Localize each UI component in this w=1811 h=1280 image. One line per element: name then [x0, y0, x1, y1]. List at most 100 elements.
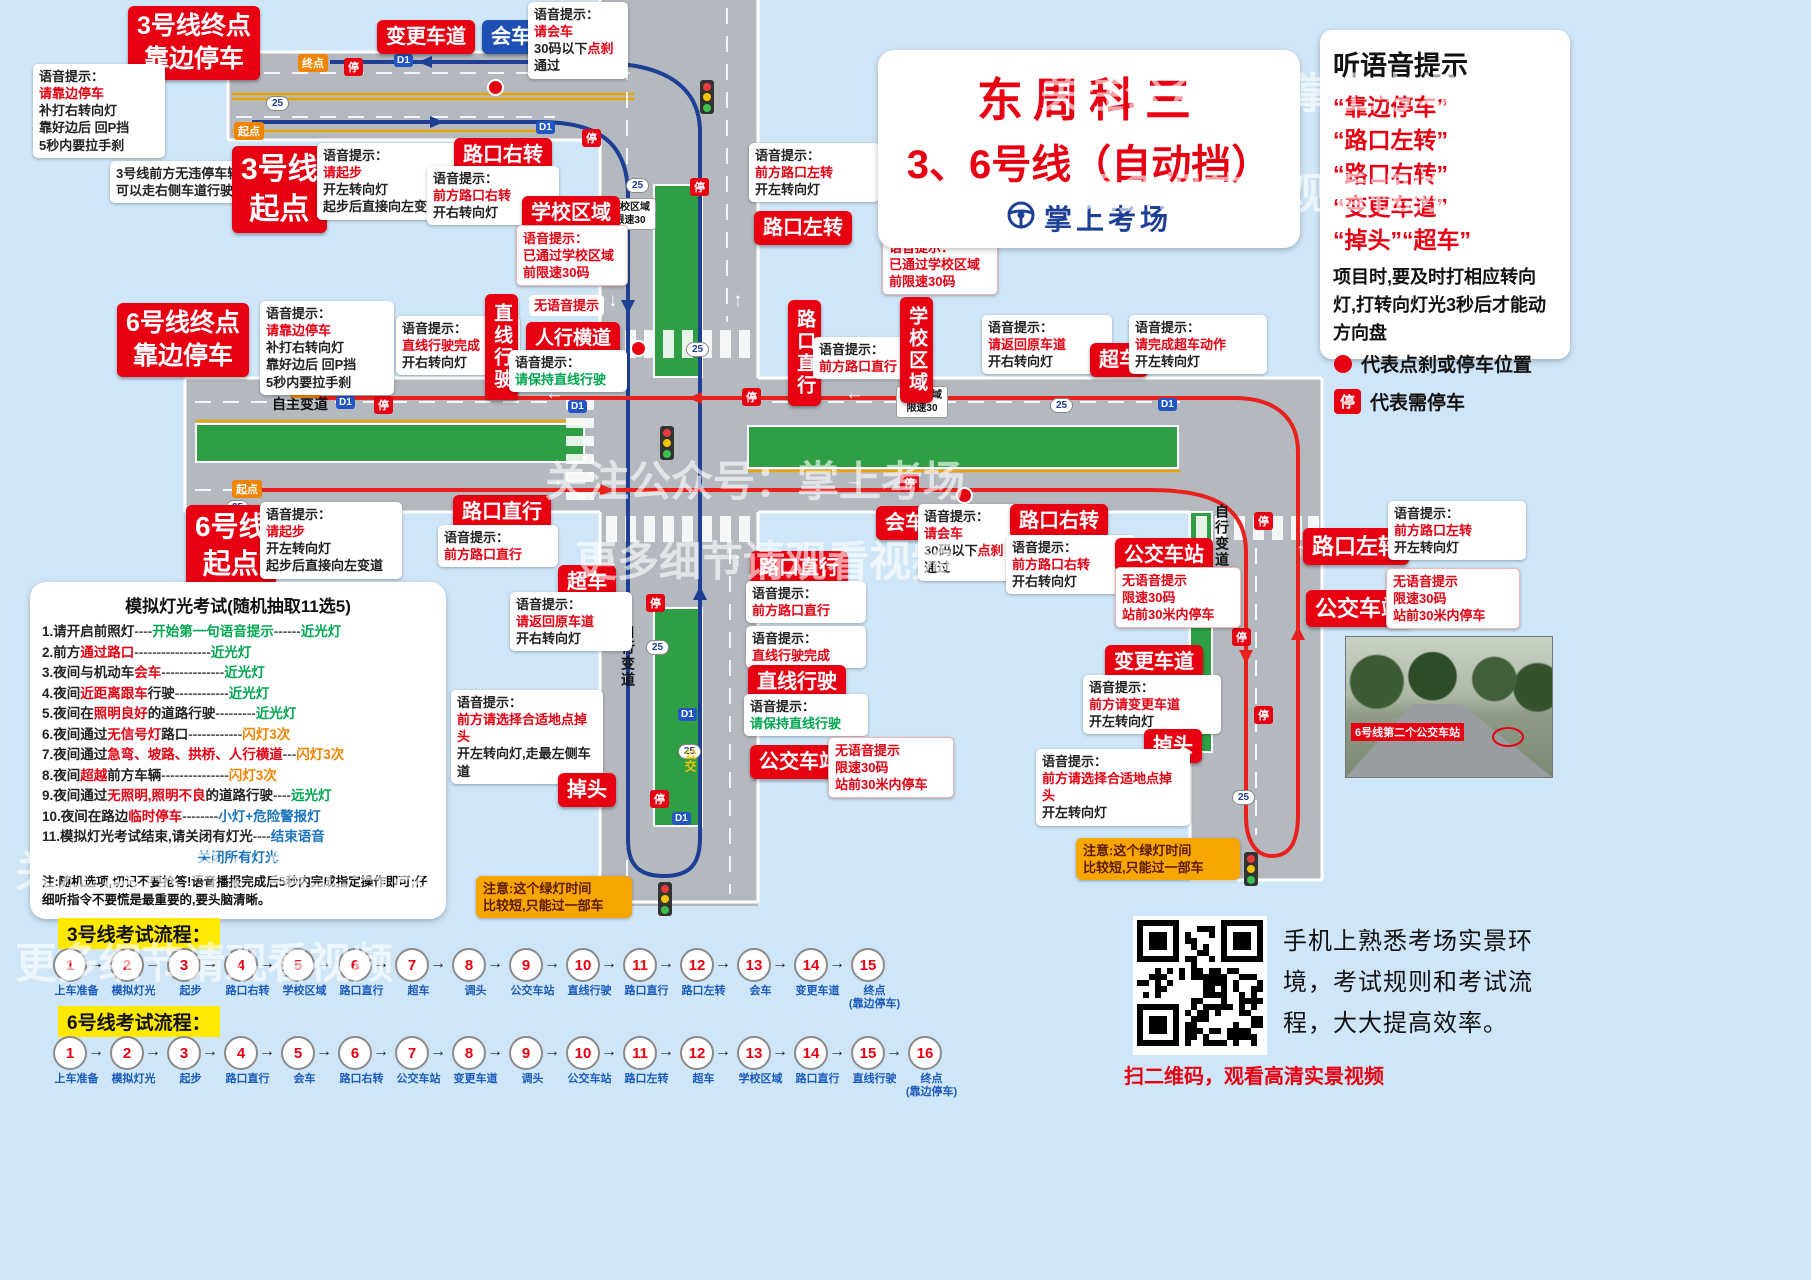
voice-tips-panel: 听语音提示 “靠边停车”“路口左转”“路口右转”“变更车道”“掉头”“超车” 项…: [1320, 30, 1570, 360]
flow-step-number: 2: [110, 948, 144, 982]
arrow-icon: →: [202, 1043, 218, 1060]
arrow-icon: →: [88, 1043, 104, 1060]
flow-step-number: 9: [509, 1036, 543, 1070]
lane-change-marker: D1: [678, 708, 697, 721]
flow-step-label: 路口直行: [339, 985, 384, 997]
light-test-item: 1.请开启前照灯----开始第一句语音提示------近光灯: [42, 624, 342, 639]
route-start-marker: 起点: [234, 122, 264, 140]
route-step-label: 公交车站: [1115, 538, 1213, 573]
route-step-label: 路口直行: [788, 300, 822, 406]
flow-step: 13→学校区域: [732, 1036, 789, 1099]
light-test-item: 3.夜间与机动车会车--------------近光灯: [42, 665, 265, 681]
speed-25-marker: 25: [686, 342, 710, 357]
voice-note: 无语音提示: [529, 295, 605, 317]
lane-arrow-icon: →: [545, 470, 564, 491]
stop-marker: 停: [582, 129, 601, 147]
speed-25-marker: 25: [646, 640, 670, 655]
flow-step-number: 6: [338, 948, 372, 982]
brake-point-dot: [956, 487, 973, 504]
arrow-icon: →: [601, 1043, 617, 1060]
tip-item: “靠边停车”: [1333, 94, 1448, 120]
page-title-line2: 3、6号线（自动挡）: [906, 143, 1272, 187]
route-step-label: 掉头: [558, 773, 616, 808]
flow-step-number: 7: [395, 1036, 429, 1070]
light-test-item: 2.前方通过路口-----------------近光灯: [42, 644, 252, 660]
flow-step: 15→直线行驶: [846, 1036, 903, 1099]
flow-step-label: 调头: [521, 1073, 544, 1085]
flow-step: 8→变更车道: [447, 1036, 504, 1099]
route-line-6: [250, 396, 1300, 859]
flow-step-number: 12: [680, 948, 714, 982]
stop-marker: 停: [900, 474, 919, 492]
arrow-icon: →: [145, 955, 161, 972]
flow-step-label: 公交车站: [396, 1073, 441, 1085]
lane-arrow-icon: ↓: [608, 550, 618, 571]
arrow-icon: →: [829, 1043, 845, 1060]
route-end-marker: 终点: [298, 54, 328, 72]
flow-step-label: 会车: [293, 1073, 316, 1085]
arrow-icon: →: [715, 1043, 731, 1060]
arrow-icon: →: [829, 955, 845, 972]
stop-marker: 停: [646, 594, 665, 612]
voice-note: 语音提示：前方请选择合适地点掉头开左转向灯: [1036, 749, 1190, 826]
flow-step-number: 10: [566, 1036, 600, 1070]
arrow-icon: →: [487, 1043, 503, 1060]
voice-note: 语音提示：请完成超车动作开左转向灯: [1129, 315, 1267, 375]
flow-step-label: 路口右转: [339, 1073, 384, 1085]
flow-step-label: 上车准备: [54, 1073, 99, 1085]
voice-note: 语音提示：前方路口直行: [438, 525, 558, 568]
flow-step-label: 起步: [179, 985, 202, 997]
route-step-label: 变更车道: [377, 20, 475, 55]
speed-25-marker: 25: [1232, 790, 1256, 805]
light-test-item: 8.夜间超越前方车辆---------------闪灯3次: [42, 767, 277, 783]
flow-step: 14→变更车道: [789, 948, 846, 1011]
lane-arrow-icon: ↑: [733, 290, 743, 311]
tip-item: “路口左转”: [1333, 127, 1448, 154]
tip-item: “掉头”“超车”: [1333, 227, 1471, 254]
route-step-label: 变更车道: [1105, 645, 1203, 680]
arrow-icon: →: [772, 1043, 788, 1060]
flow-step-label: 直线行驶: [567, 985, 612, 997]
flow-step-number: 15: [851, 1036, 885, 1070]
voice-note: 语音提示：前方路口左转开左转向灯: [1388, 501, 1526, 561]
flow-step-number: 12: [680, 1036, 714, 1070]
lane-change-marker: D1: [1158, 398, 1177, 411]
arrow-icon: →: [259, 1043, 275, 1060]
stop-badge-legend-icon: 停: [1334, 389, 1362, 414]
flow-step-label: 路口直行: [624, 985, 669, 997]
steering-wheel-icon: [1006, 200, 1036, 237]
voice-note: 语音提示：请返回原车道开右转向灯: [510, 592, 632, 652]
promo-text: 手机上熟悉考场实景环境，考试规则和考试流程，大大提高效率。: [1283, 928, 1533, 1037]
legend-stop-text: 代表需停车: [1370, 393, 1466, 414]
stop-marker: 停: [1254, 512, 1273, 530]
arrow-icon: →: [373, 955, 389, 972]
route-start-marker: 起点: [232, 480, 262, 498]
flow-step: 5→会车: [276, 1036, 333, 1099]
tips-title: 听语音提示: [1333, 51, 1468, 81]
route-step-label: 学校区域: [522, 196, 620, 231]
flow-step: 10→直线行驶: [561, 948, 618, 1011]
road-text: 自行变道: [1214, 504, 1230, 568]
flow-step-number: 15: [851, 948, 885, 982]
lane-arrow-icon: ↑: [1296, 540, 1306, 561]
voice-note: 语音提示：前方路口直行: [746, 581, 866, 624]
arrow-icon: →: [772, 955, 788, 972]
flow-step: 9→公交车站: [504, 948, 561, 1011]
flow-step-number: 14: [794, 948, 828, 982]
flow-step-label: 学校区域: [738, 1073, 783, 1085]
bus-lane-text: 公交: [683, 748, 697, 772]
arrow-icon: →: [715, 955, 731, 972]
stop-marker: 停: [1232, 628, 1251, 646]
flow-step: 4→路口直行: [219, 1036, 276, 1099]
flow-step-label: 起步: [179, 1073, 202, 1085]
flow-step: 14→路口直行: [789, 1036, 846, 1099]
light-test-title: 模拟灯光考试(随机抽取11选5): [125, 597, 351, 616]
flow-step-number: 11: [623, 1036, 657, 1070]
flow-step-number: 9: [509, 948, 543, 982]
flow-step-label: 上车准备: [54, 985, 99, 997]
lane-change-marker: D1: [394, 54, 413, 67]
